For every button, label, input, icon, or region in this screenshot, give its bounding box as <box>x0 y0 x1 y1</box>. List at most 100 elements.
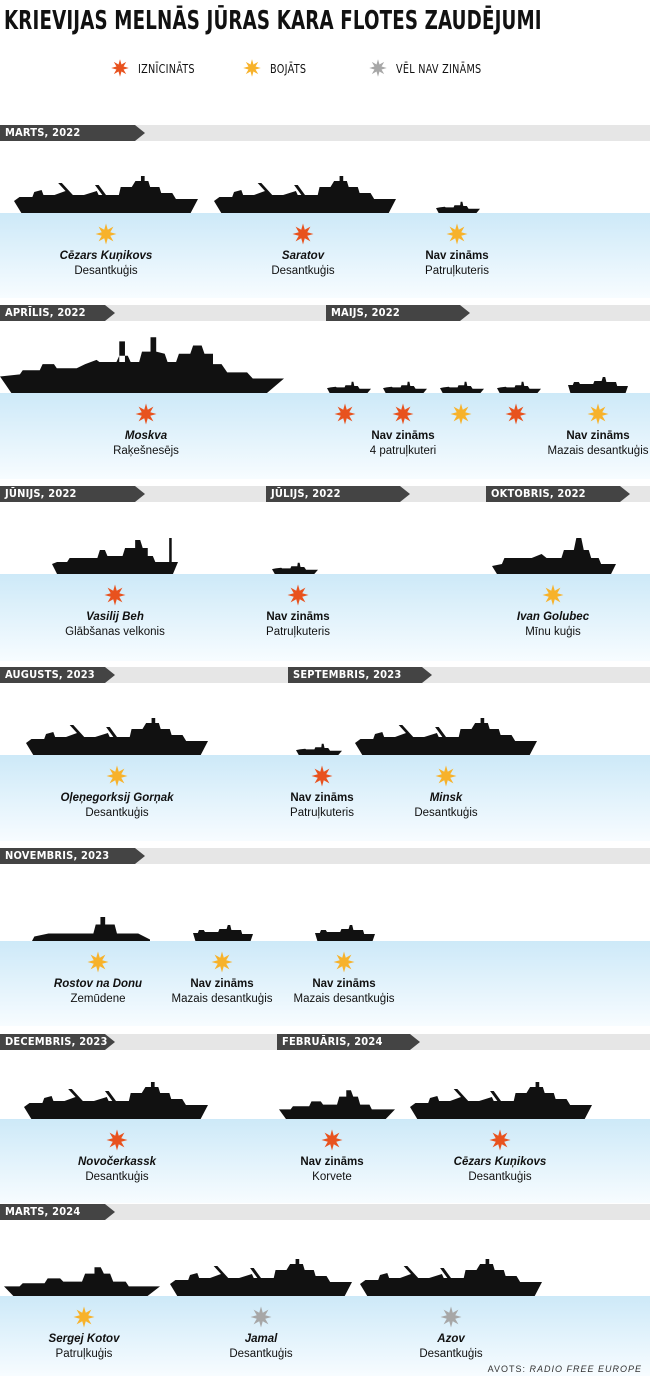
ship-patrol-icon <box>436 201 480 213</box>
ship-type: Desantkuģis <box>85 807 149 819</box>
ship-silhouette <box>327 333 371 393</box>
ship-cruiser-icon <box>0 337 284 393</box>
period-label: AUGUSTS, 2023 <box>0 667 115 683</box>
legend-item-unknown: VĒL NAV ZINĀMS <box>368 56 495 80</box>
ship-type: Korvete <box>312 1171 352 1183</box>
period-label: JŪLIJS, 2022 <box>266 486 410 502</box>
ship-smalllanding-icon <box>568 377 628 393</box>
ship-type: Desantkuģis <box>85 1171 149 1183</box>
status-damaged-icon <box>86 950 110 974</box>
period-label: APRĪLIS, 2022 <box>0 305 115 321</box>
ship-name: Nav zināms <box>371 430 435 442</box>
status-destroyed-icon <box>286 583 310 607</box>
ship-type: Mazais desantkuģis <box>293 993 395 1005</box>
ship-name: Jamal <box>244 1333 278 1345</box>
period-label: SEPTEMBRIS, 2023 <box>288 667 432 683</box>
ship-type: Desantkuģis <box>74 265 138 277</box>
legend-item-damaged: BOJĀTS <box>242 56 312 80</box>
ship-tug-icon <box>52 538 178 574</box>
starburst-icon <box>111 59 129 77</box>
period-label: DECEMBRIS, 2023 <box>0 1034 115 1050</box>
period-label: MARTS, 2022 <box>0 125 145 141</box>
ship-silhouette <box>24 1059 208 1119</box>
ship-name: Minsk <box>429 792 463 804</box>
status-damaged-icon <box>541 583 565 607</box>
sea-strip <box>0 393 650 479</box>
ship-landing-icon <box>14 176 198 213</box>
ship-type: Mazais desantkuģis <box>171 993 273 1005</box>
ship-silhouette <box>214 153 396 213</box>
ship-name: Nav zināms <box>425 250 489 262</box>
ship-name: Rostov na Donu <box>53 978 143 990</box>
status-damaged-icon <box>449 402 473 426</box>
status-destroyed-icon <box>291 222 315 246</box>
ship-silhouette <box>272 514 318 574</box>
ship-corvette-icon <box>279 1090 395 1119</box>
status-damaged-icon <box>586 402 610 426</box>
ship-type: Desantkuģis <box>419 1348 483 1360</box>
starburst-icon <box>369 59 387 77</box>
ship-name: Nav zināms <box>266 611 330 623</box>
status-destroyed-icon <box>320 1128 344 1152</box>
ship-name: Ivan Golubec <box>516 611 590 623</box>
ship-patrol-icon <box>383 381 427 393</box>
source-credit: AVOTS: RADIO FREE EUROPE <box>487 1364 642 1374</box>
status-damaged-icon <box>434 764 458 788</box>
status-damaged-icon <box>332 950 356 974</box>
ship-silhouette <box>296 695 342 755</box>
legend-item-destroyed: IZNĪCINĀTS <box>110 56 204 80</box>
ship-patrol-icon <box>327 381 371 393</box>
period-band <box>0 125 650 141</box>
ship-silhouette <box>52 514 178 574</box>
ship-name: Nav zināms <box>312 978 376 990</box>
ship-silhouette <box>497 333 541 393</box>
ship-type: Patruļkuģis <box>55 1348 113 1360</box>
ship-name: Nav zināms <box>190 978 254 990</box>
legend: IZNĪCINĀTS BOJĀTS VĒL NAV ZINĀMS <box>0 56 650 80</box>
ship-name: Nav zināms <box>300 1156 364 1168</box>
ship-silhouette <box>32 881 150 941</box>
ship-silhouette <box>193 881 253 941</box>
status-destroyed-icon <box>391 402 415 426</box>
ship-patrol-icon <box>296 743 342 755</box>
ship-silhouette <box>568 333 628 393</box>
sea-strip <box>0 755 650 841</box>
status-damaged-icon <box>72 1305 96 1329</box>
ship-silhouette <box>4 1236 160 1296</box>
status-destroyed-icon <box>105 1128 129 1152</box>
period-band <box>0 848 650 864</box>
ship-silhouette <box>0 333 284 393</box>
status-destroyed-icon <box>134 402 158 426</box>
ship-patrol-icon <box>440 381 484 393</box>
ship-type: Zemūdene <box>70 993 126 1005</box>
ship-type: Patruļkuteris <box>290 807 354 819</box>
ship-silhouette <box>14 153 198 213</box>
ship-silhouette <box>26 695 208 755</box>
status-destroyed-icon <box>103 583 127 607</box>
ship-type: Desantkuģis <box>468 1171 532 1183</box>
status-unknown-icon <box>249 1305 273 1329</box>
period-label: MARTS, 2024 <box>0 1204 115 1220</box>
ship-patrol-icon <box>497 381 541 393</box>
ship-silhouette <box>315 881 375 941</box>
ship-silhouette <box>170 1236 352 1296</box>
ship-type: Mīnu kuģis <box>525 626 581 638</box>
period-label: FEBRUĀRIS, 2024 <box>277 1034 420 1050</box>
status-destroyed-icon <box>504 402 528 426</box>
ship-minesweeper-icon <box>492 538 616 574</box>
ship-submarine-icon <box>32 917 150 941</box>
legend-label: VĒL NAV ZINĀMS <box>396 60 482 76</box>
status-damaged-icon <box>105 764 129 788</box>
ship-silhouette <box>436 153 480 213</box>
ship-type: Desantkuģis <box>271 265 335 277</box>
